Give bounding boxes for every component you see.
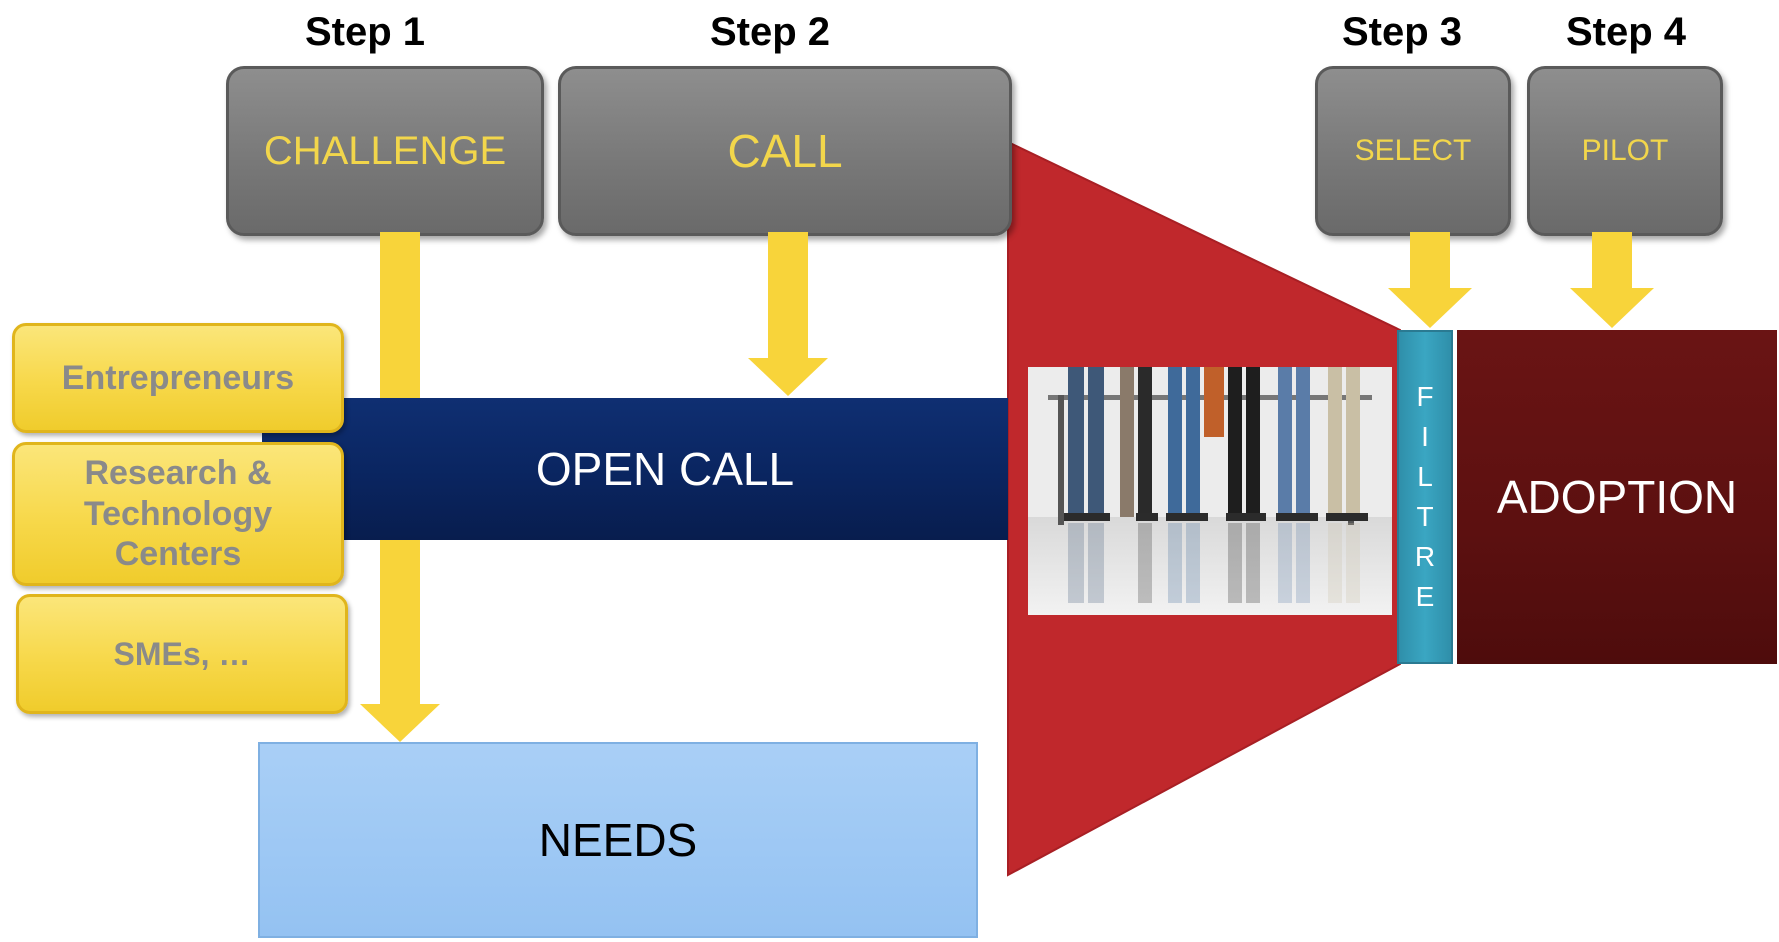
open-call-bar: OPEN CALL xyxy=(262,398,1008,540)
filtre-letter-i: I xyxy=(1421,421,1429,452)
research-label-line1: Research & xyxy=(84,453,272,492)
needs-label: NEEDS xyxy=(538,814,698,866)
open-call-label: OPEN CALL xyxy=(535,443,795,495)
adoption-label: ADOPTION xyxy=(1496,471,1738,523)
call-to-open-call-arrow xyxy=(748,232,828,396)
needs-box: NEEDS xyxy=(258,742,978,938)
filtre-letter-e: E xyxy=(1415,581,1435,612)
entrepreneurs-box: Entrepreneurs xyxy=(12,323,344,433)
pilot-label: PILOT xyxy=(1581,134,1669,167)
step-4-label: Step 4 xyxy=(1565,10,1687,54)
smes-box: SMEs, … xyxy=(16,594,348,714)
filtre-letter-l: L xyxy=(1417,461,1433,492)
select-box: SELECT xyxy=(1315,66,1511,236)
call-box: CALL xyxy=(558,66,1012,236)
smes-label: SMEs, … xyxy=(113,635,251,672)
research-label-line3: Centers xyxy=(114,535,242,574)
step-1-label: Step 1 xyxy=(304,10,426,54)
pilot-box: PILOT xyxy=(1527,66,1723,236)
call-label: CALL xyxy=(727,125,843,177)
challenge-box: CHALLENGE xyxy=(226,66,544,236)
step-2-label: Step 2 xyxy=(709,10,831,54)
filtre-letter-r: R xyxy=(1414,541,1436,572)
challenge-label: CHALLENGE xyxy=(263,128,507,173)
step-3-label: Step 3 xyxy=(1341,10,1463,54)
filtre-letter-t: T xyxy=(1416,501,1434,532)
research-label-line2: Technology xyxy=(83,494,273,533)
filtre-bar: F I L T R E xyxy=(1397,330,1453,664)
pilot-to-adoption-arrow xyxy=(1570,232,1654,328)
people-queue-photo xyxy=(1028,367,1392,615)
entrepreneurs-label: Entrepreneurs xyxy=(61,358,295,397)
select-label: SELECT xyxy=(1354,134,1472,167)
research-box: Research & Technology Centers xyxy=(12,442,344,586)
adoption-box: ADOPTION xyxy=(1457,330,1777,664)
people-queue-illustration xyxy=(1028,367,1392,615)
select-to-filtre-arrow xyxy=(1388,232,1472,328)
filtre-letter-f: F xyxy=(1416,381,1434,412)
